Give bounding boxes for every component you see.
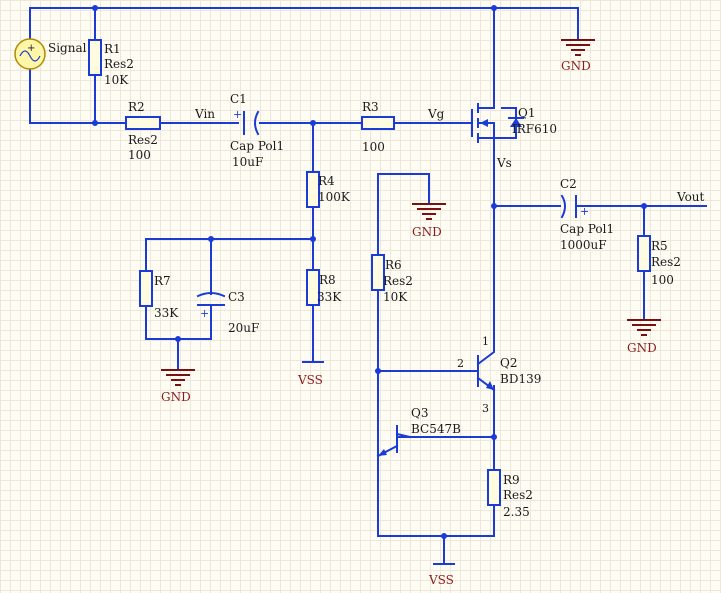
- svg-text:VSS: VSS: [297, 373, 323, 387]
- q2-pin-1: 1: [482, 335, 489, 348]
- c1-type: Cap Pol1: [230, 139, 284, 153]
- r6-value: 10K: [383, 290, 408, 304]
- capacitor-c2: + C2 Cap Pol1 1000uF: [560, 177, 614, 252]
- gnd-symbol-left: GND: [161, 369, 195, 404]
- r2-type: Res2: [128, 133, 158, 147]
- r3-value: 100: [362, 140, 385, 154]
- c2-type: Cap Pol1: [560, 222, 614, 236]
- r7-ref: R7: [154, 274, 171, 288]
- signal-source: + Signal: [14, 38, 87, 70]
- resistor-r3: R3 100: [361, 100, 395, 154]
- r1-value: 10K: [104, 73, 129, 87]
- r9-type: Res2: [503, 488, 533, 502]
- net-vs: Vs: [496, 156, 512, 170]
- r3-ref: R3: [362, 100, 379, 114]
- q1-part: IRF610: [512, 122, 557, 136]
- r4-ref: R4: [318, 174, 335, 188]
- q3-ref: Q3: [411, 406, 428, 420]
- transistor-q3: Q3 BC547B: [376, 406, 461, 458]
- c1-ref: C1: [230, 92, 247, 106]
- resistor-r6: R6 Res2 10K: [371, 254, 413, 304]
- gnd-symbol-mid: GND: [412, 203, 446, 239]
- resistor-r5: R5 Res2 100: [637, 235, 681, 287]
- gnd-symbol-right: GND: [627, 319, 661, 355]
- gnd-symbol-top-right: GND: [561, 39, 595, 73]
- svg-text:+: +: [580, 205, 589, 218]
- resistor-r8: R8 33K: [306, 269, 342, 306]
- junction-dots: [92, 5, 647, 539]
- resistor-r7: R7 33K: [139, 270, 179, 320]
- vss-symbol-bottom: VSS: [428, 563, 455, 587]
- c2-value: 1000uF: [560, 238, 607, 252]
- q3-part: BC547B: [411, 422, 461, 436]
- q2-pin-3: 3: [482, 402, 489, 415]
- capacitor-c3: + C3 20uF: [196, 290, 259, 335]
- resistor-r4: R4 100K: [306, 171, 351, 208]
- transistor-q2: 1 2 3 Q2 BD139: [457, 335, 541, 415]
- svg-text:VSS: VSS: [428, 573, 454, 587]
- c1-value: 10uF: [232, 155, 263, 169]
- svg-text:GND: GND: [561, 59, 591, 73]
- r8-ref: R8: [319, 273, 336, 287]
- r9-value: 2.35: [503, 505, 530, 519]
- q2-part: BD139: [500, 372, 541, 386]
- mosfet-q1: Q1 IRF610: [471, 99, 557, 143]
- svg-text:GND: GND: [627, 341, 657, 355]
- r5-value: 100: [651, 273, 674, 287]
- capacitor-c1: + C1 Cap Pol1 10uF: [230, 92, 284, 169]
- r1-type: Res2: [104, 57, 134, 71]
- net-vin: Vin: [194, 107, 215, 121]
- r2-ref: R2: [128, 100, 145, 114]
- r7-value: 33K: [154, 306, 179, 320]
- r4-value: 100K: [318, 190, 351, 204]
- r1-ref: R1: [104, 42, 121, 56]
- c2-ref: C2: [560, 177, 577, 191]
- svg-text:+: +: [27, 43, 35, 54]
- r9-ref: R9: [503, 473, 520, 487]
- c3-value: 20uF: [228, 321, 259, 335]
- c3-ref: C3: [228, 290, 245, 304]
- r6-type: Res2: [383, 274, 413, 288]
- r5-ref: R5: [651, 239, 668, 253]
- r6-ref: R6: [385, 258, 402, 272]
- signal-label: Signal: [48, 41, 87, 55]
- vss-symbol-r8: VSS: [297, 361, 324, 387]
- net-vg: Vg: [427, 107, 445, 121]
- svg-text:GND: GND: [161, 390, 191, 404]
- q2-ref: Q2: [500, 356, 517, 370]
- svg-text:GND: GND: [412, 225, 442, 239]
- q2-pin-2: 2: [457, 357, 464, 370]
- resistor-r1: R1 Res2 10K: [88, 39, 134, 87]
- q1-ref: Q1: [518, 106, 535, 120]
- r8-value: 33K: [317, 290, 342, 304]
- r2-value: 100: [128, 148, 151, 162]
- svg-text:+: +: [200, 307, 209, 320]
- svg-text:+: +: [233, 108, 242, 121]
- wires: [29, 7, 707, 565]
- resistor-r2: R2 Res2 100: [125, 100, 161, 162]
- net-vout: Vout: [676, 190, 705, 204]
- resistor-r9: R9 Res2 2.35: [487, 469, 533, 519]
- r5-type: Res2: [651, 255, 681, 269]
